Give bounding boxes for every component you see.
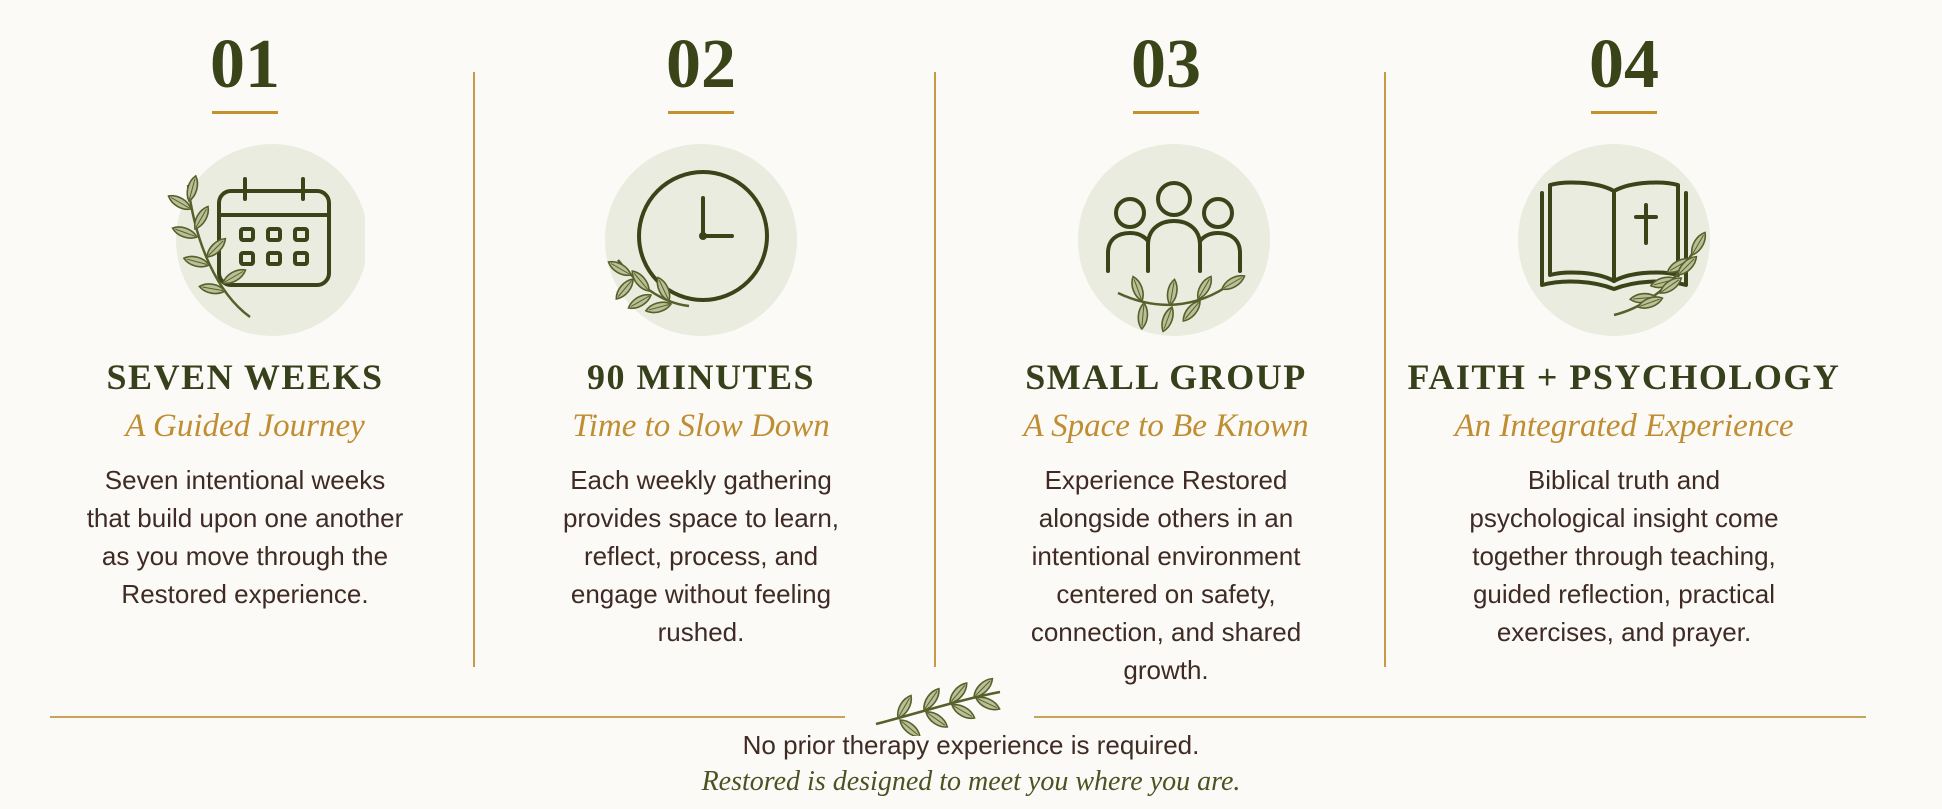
footer-note: No prior therapy experience is required. bbox=[742, 730, 1200, 760]
calendar-icon bbox=[125, 143, 365, 343]
clock-icon bbox=[581, 143, 821, 343]
step-number: 03 bbox=[1131, 26, 1201, 103]
feature-column-3: 03 SMALL GROUP A bbox=[936, 0, 1396, 720]
laurel-sprig-icon bbox=[868, 674, 1008, 741]
number-underline bbox=[1133, 111, 1199, 114]
footer-divider-right bbox=[1034, 716, 1866, 718]
feature-column-1: 01 bbox=[15, 0, 475, 720]
step-number: 04 bbox=[1589, 26, 1659, 103]
number-underline bbox=[1591, 111, 1657, 114]
feature-title: 90 MINUTES bbox=[586, 357, 816, 397]
feature-description: Seven intentional weeks that build upon … bbox=[86, 465, 404, 609]
footer-tagline: Restored is designed to meet you where y… bbox=[701, 766, 1241, 797]
feature-title: FAITH + PSYCHOLOGY bbox=[1407, 357, 1841, 397]
feature-description: Experience Restored alongside others in … bbox=[1030, 465, 1302, 685]
feature-column-2: 02 90 MINUTES Time to Slow Down Each wee… bbox=[471, 0, 931, 720]
column-divider bbox=[473, 72, 475, 667]
feature-subtitle: Time to Slow Down bbox=[572, 408, 830, 444]
feature-title: SEVEN WEEKS bbox=[106, 357, 384, 397]
step-number: 02 bbox=[666, 26, 736, 103]
feature-subtitle: A Space to Be Known bbox=[1023, 408, 1309, 444]
feature-subtitle: A Guided Journey bbox=[125, 408, 365, 444]
footer-divider-left bbox=[50, 716, 845, 718]
column-divider bbox=[934, 72, 936, 667]
feature-description: Each weekly gathering provides space to … bbox=[562, 465, 840, 647]
feature-subtitle: An Integrated Experience bbox=[1454, 408, 1794, 444]
number-underline bbox=[668, 111, 734, 114]
number-underline bbox=[212, 111, 278, 114]
bible-icon bbox=[1504, 143, 1744, 343]
feature-description: Biblical truth and psychological insight… bbox=[1469, 465, 1779, 647]
step-number: 01 bbox=[210, 26, 280, 103]
feature-title: SMALL GROUP bbox=[1025, 357, 1307, 397]
group-icon bbox=[1046, 143, 1286, 343]
feature-column-4: 04 FAITH + PSYCHOLOGY An bbox=[1394, 0, 1854, 720]
column-divider bbox=[1384, 72, 1386, 667]
